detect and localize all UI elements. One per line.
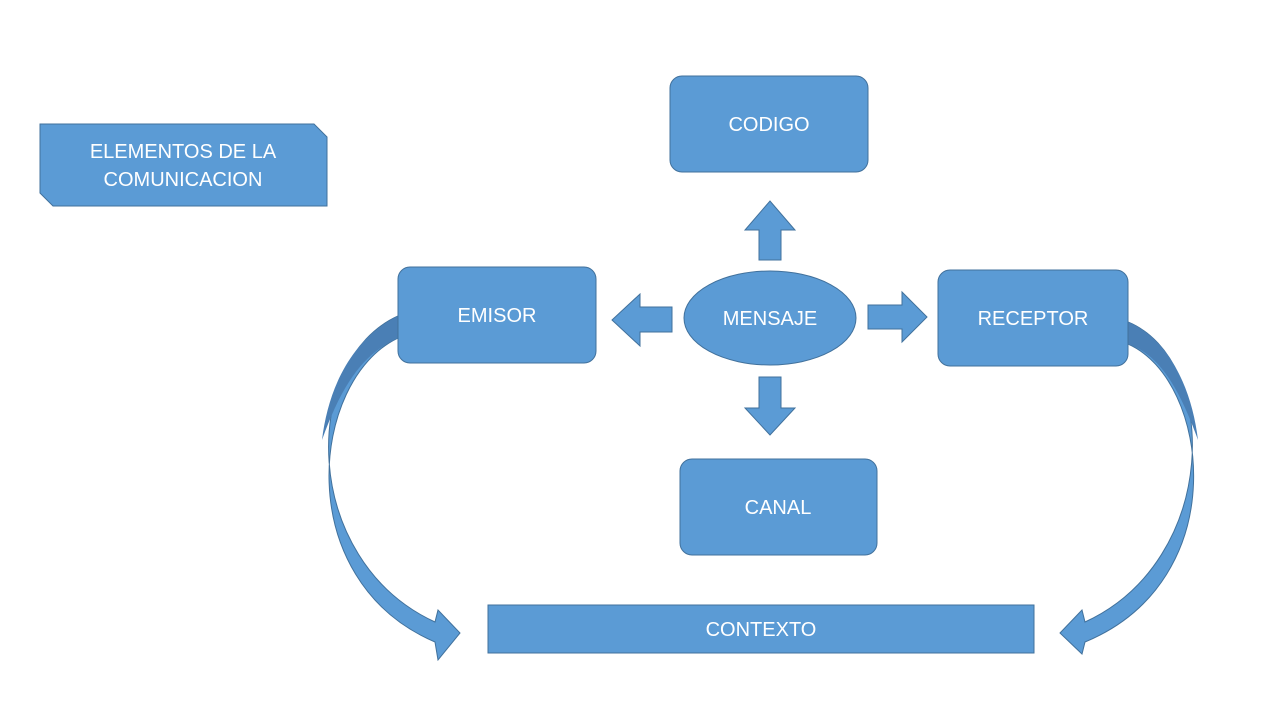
node-codigo-shape — [669, 75, 869, 173]
node-receptor-shape — [937, 269, 1129, 367]
node-receptor: RECEPTOR — [937, 269, 1129, 367]
node-codigo-label: CODIGO — [728, 114, 809, 136]
node-canal-shape — [679, 458, 878, 556]
title-box-shape — [39, 123, 328, 207]
node-contexto: CONTEXTO — [487, 604, 1035, 654]
node-emisor-label: EMISOR — [458, 305, 537, 327]
title-line-1: ELEMENTOS DE LA — [90, 141, 277, 163]
curved-arrow-left-shade — [322, 316, 398, 440]
title-box: ELEMENTOS DE LA COMUNICACION — [39, 123, 328, 207]
node-receptor-label: RECEPTOR — [978, 308, 1089, 330]
arrow-right-to-receptor — [867, 290, 928, 344]
arrow-down-to-canal — [743, 376, 797, 436]
title-line-2: COMUNICACION — [104, 169, 263, 191]
node-contexto-shape — [487, 604, 1035, 654]
node-codigo: CODIGO — [669, 75, 869, 173]
curved-arrow-emisor-contexto — [322, 315, 461, 662]
curved-arrow-right-shade — [1128, 322, 1198, 440]
curved-arrow-receptor-contexto — [1059, 321, 1198, 655]
arrow-up-to-codigo — [743, 200, 797, 261]
node-emisor-shape — [397, 266, 597, 364]
node-canal-label: CANAL — [745, 497, 812, 519]
node-mensaje-shape — [683, 270, 857, 366]
arrow-left-to-emisor — [611, 292, 673, 348]
node-mensaje: MENSAJE — [683, 270, 857, 366]
node-mensaje-label: MENSAJE — [723, 308, 817, 330]
node-emisor: EMISOR — [397, 266, 597, 364]
node-contexto-label: CONTEXTO — [706, 619, 817, 641]
node-canal: CANAL — [679, 458, 878, 556]
